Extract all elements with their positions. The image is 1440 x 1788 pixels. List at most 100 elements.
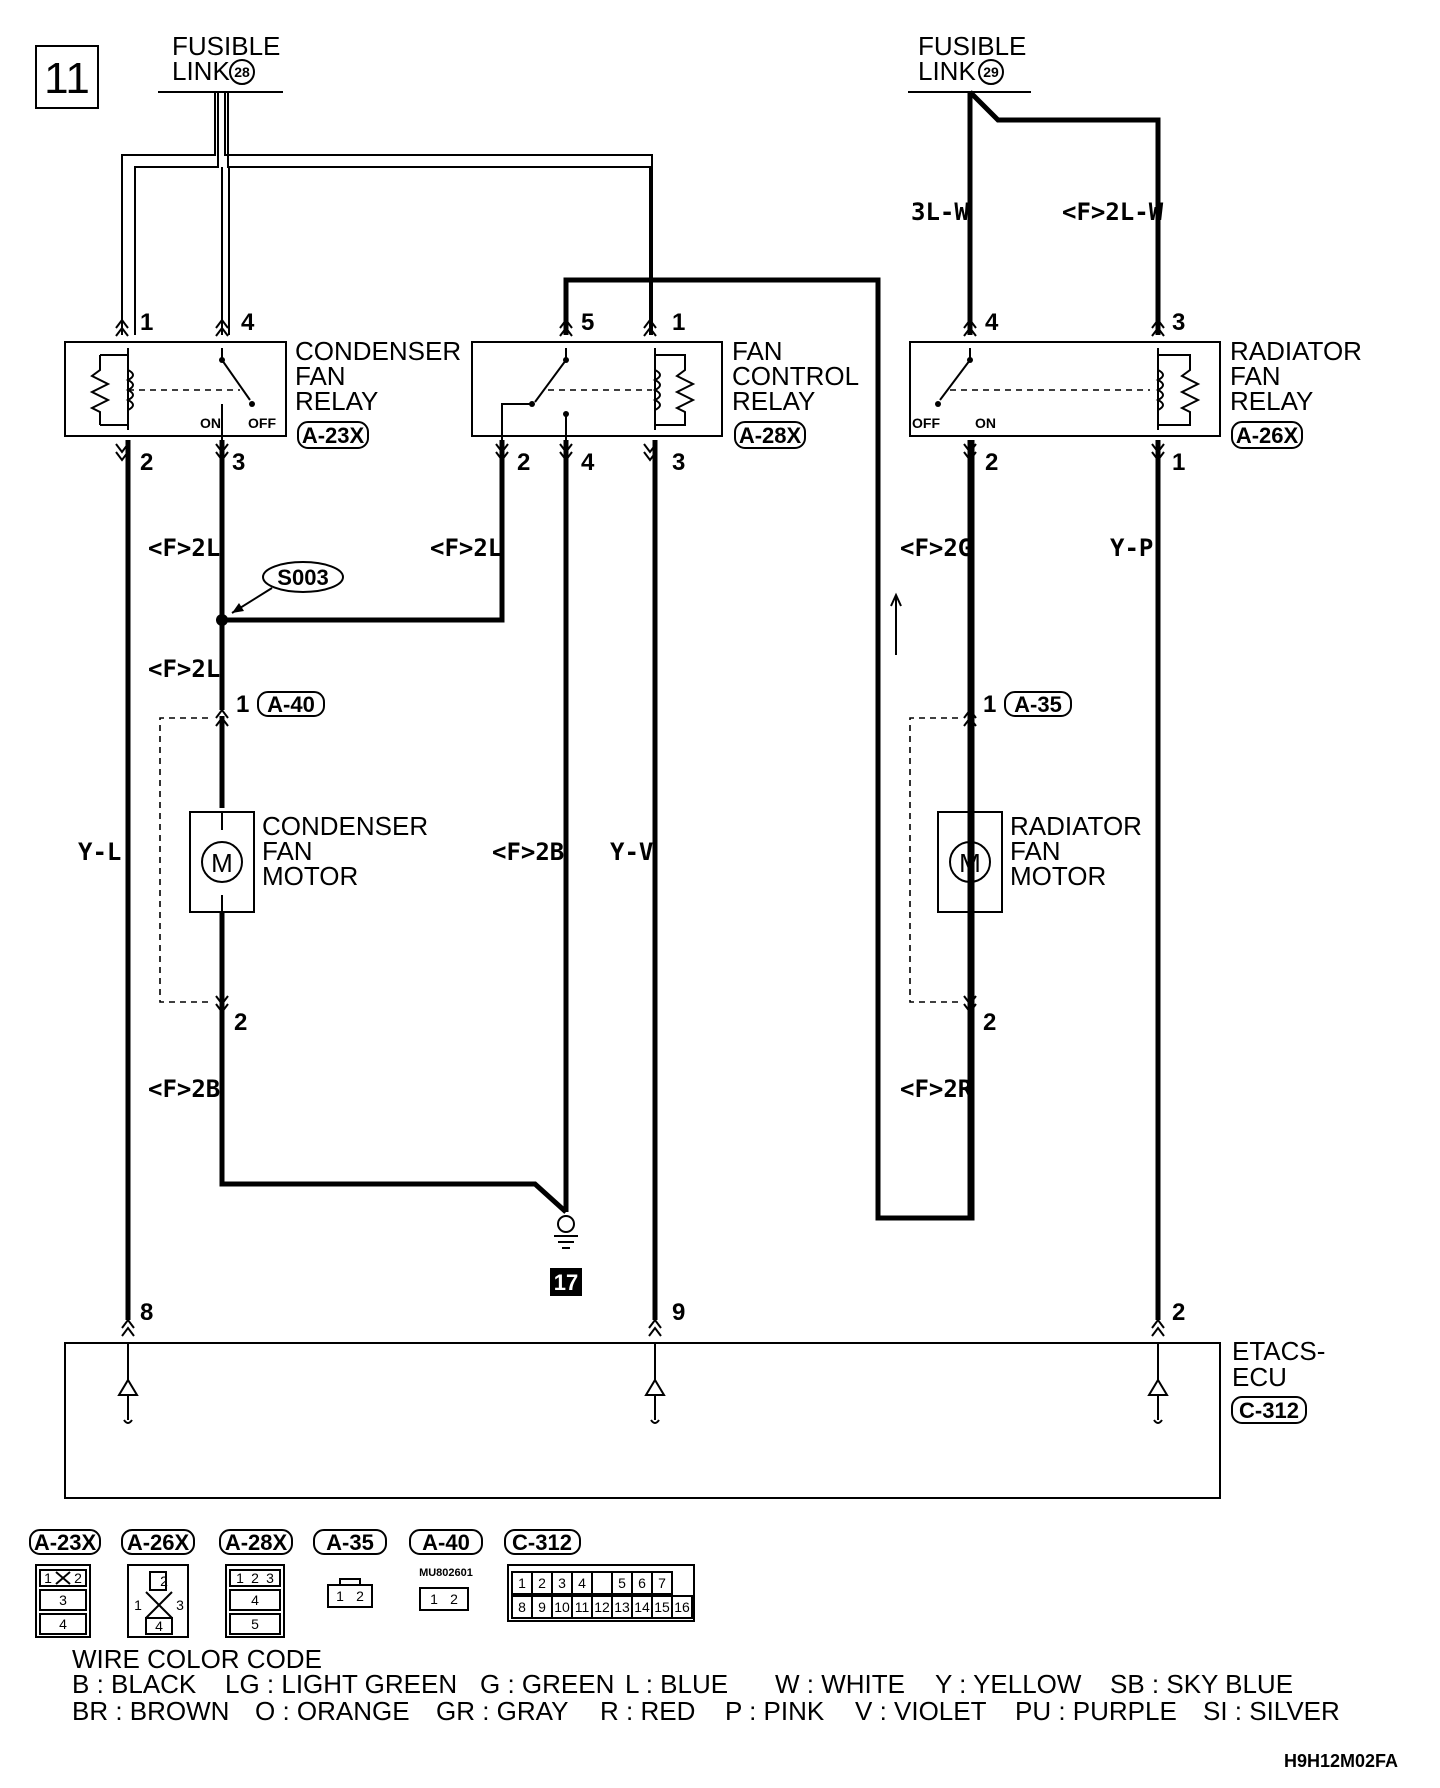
c312-cell-label: 12 bbox=[594, 1599, 610, 1615]
svg-text:5: 5 bbox=[251, 1616, 259, 1632]
svg-text:A-28X: A-28X bbox=[225, 1530, 288, 1555]
svg-text:RELAY: RELAY bbox=[1230, 386, 1313, 416]
condenser-fan-motor: 1 A-40 M 2 CONDENSER FAN MOTOR bbox=[159, 691, 428, 1036]
svg-text:MOTOR: MOTOR bbox=[262, 861, 358, 891]
svg-text:4: 4 bbox=[581, 449, 595, 476]
wire-code-f2lw: <F>2L-W bbox=[1062, 198, 1164, 226]
svg-text:1: 1 bbox=[44, 1570, 52, 1586]
svg-text:P : PINK: P : PINK bbox=[725, 1696, 825, 1726]
svg-text:4: 4 bbox=[155, 1618, 163, 1634]
page-id: 11 bbox=[44, 54, 90, 103]
radiator-fan-relay: 4 3 2 1 OFF ON A-26X RADIATOR FAN RELAY bbox=[909, 309, 1362, 476]
svg-text:FAN: FAN bbox=[1010, 836, 1061, 866]
wire-code-yp: Y-P bbox=[1110, 534, 1153, 562]
svg-text:2: 2 bbox=[140, 449, 153, 476]
svg-text:W : WHITE: W : WHITE bbox=[775, 1669, 905, 1699]
svg-text:1: 1 bbox=[336, 1588, 344, 1604]
svg-text:2: 2 bbox=[234, 1009, 247, 1036]
svg-text:Y : YELLOW: Y : YELLOW bbox=[935, 1669, 1082, 1699]
svg-text:O : ORANGE: O : ORANGE bbox=[255, 1696, 410, 1726]
c312-cell-label: 15 bbox=[654, 1599, 670, 1615]
svg-text:C-312: C-312 bbox=[1239, 1398, 1299, 1423]
svg-text:2: 2 bbox=[74, 1570, 82, 1586]
svg-text:CONTROL: CONTROL bbox=[732, 361, 859, 391]
svg-text:CONDENSER: CONDENSER bbox=[262, 811, 428, 841]
wire-color-code: WIRE COLOR CODE B : BLACK LG : LIGHT GRE… bbox=[72, 1644, 1340, 1726]
c312-cell-label: 6 bbox=[638, 1575, 646, 1591]
svg-text:A-40: A-40 bbox=[422, 1530, 470, 1555]
svg-text:3: 3 bbox=[266, 1570, 274, 1586]
svg-text:2: 2 bbox=[450, 1591, 458, 1607]
svg-text:2: 2 bbox=[356, 1588, 364, 1604]
svg-text:R : RED: R : RED bbox=[600, 1696, 695, 1726]
svg-text:1: 1 bbox=[236, 691, 249, 718]
svg-text:1: 1 bbox=[1172, 449, 1185, 476]
svg-text:4: 4 bbox=[241, 309, 255, 336]
svg-text:2: 2 bbox=[985, 449, 998, 476]
svg-text:ETACS-: ETACS- bbox=[1232, 1336, 1325, 1366]
svg-text:LG : LIGHT GREEN: LG : LIGHT GREEN bbox=[225, 1669, 457, 1699]
svg-text:MOTOR: MOTOR bbox=[1010, 861, 1106, 891]
svg-text:4: 4 bbox=[985, 309, 999, 336]
page-id-box bbox=[35, 45, 99, 109]
splice-s003: S003 bbox=[231, 561, 344, 614]
c312-cell bbox=[671, 1595, 693, 1619]
wire-code-f2l-a: <F>2L bbox=[148, 534, 220, 562]
c312-cell-label: 16 bbox=[674, 1599, 690, 1615]
svg-text:2: 2 bbox=[1172, 1299, 1185, 1326]
svg-text:OFF: OFF bbox=[248, 415, 276, 431]
c312-cell-label: 13 bbox=[614, 1599, 630, 1615]
condenser-fan-relay: 1 4 2 3 ON OFF A-23X CONDENSER FAN RELAY bbox=[64, 309, 461, 476]
svg-text:3: 3 bbox=[59, 1592, 67, 1608]
svg-text:3: 3 bbox=[176, 1597, 184, 1613]
svg-text:3: 3 bbox=[672, 449, 685, 476]
svg-text:FUSIBLE: FUSIBLE bbox=[172, 31, 280, 61]
svg-text:G : GREEN: G : GREEN bbox=[480, 1669, 614, 1699]
c312-cell-label: 10 bbox=[554, 1599, 570, 1615]
svg-text:A-40: A-40 bbox=[267, 692, 315, 717]
wire-code-f2b-a: <F>2B bbox=[492, 838, 564, 866]
svg-text:V : VIOLET: V : VIOLET bbox=[855, 1696, 987, 1726]
wire-code-f2r: <F>2R bbox=[900, 1075, 973, 1103]
svg-text:FAN: FAN bbox=[262, 836, 313, 866]
wire-code-f2b-b: <F>2B bbox=[148, 1075, 220, 1103]
c312-cell-label: 11 bbox=[575, 1599, 590, 1615]
svg-text:ON: ON bbox=[975, 415, 996, 431]
c312-cell-label: 9 bbox=[538, 1599, 546, 1615]
svg-text:A-35: A-35 bbox=[326, 1530, 374, 1555]
wire-code-f2g: <F>2G bbox=[900, 534, 972, 562]
svg-text:OFF: OFF bbox=[912, 415, 940, 431]
svg-text:2: 2 bbox=[251, 1570, 259, 1586]
svg-text:RADIATOR: RADIATOR bbox=[1230, 336, 1362, 366]
svg-text:1: 1 bbox=[430, 1591, 438, 1607]
svg-text:B : BLACK: B : BLACK bbox=[72, 1669, 197, 1699]
svg-text:2: 2 bbox=[160, 1573, 168, 1589]
c312-cell bbox=[651, 1571, 673, 1595]
wire-splice-fcr2 bbox=[222, 440, 505, 623]
svg-text:ECU: ECU bbox=[1232, 1362, 1287, 1392]
relay-pin-terminals bbox=[115, 318, 1165, 462]
svg-text:29: 29 bbox=[983, 64, 999, 80]
svg-text:2: 2 bbox=[983, 1009, 996, 1036]
svg-text:A-28X: A-28X bbox=[739, 423, 802, 448]
c312-cell-label: 14 bbox=[634, 1599, 650, 1615]
fusible-link-28: FUSIBLE LINK 28 bbox=[158, 31, 283, 93]
svg-text:17: 17 bbox=[554, 1270, 578, 1295]
svg-text:M: M bbox=[211, 848, 233, 878]
svg-text:A-35: A-35 bbox=[1014, 692, 1062, 717]
connector-views: A-23X A-26X A-28X A-35 A-40 C-312 1 2 3 … bbox=[29, 1529, 695, 1638]
svg-text:CONDENSER: CONDENSER bbox=[295, 336, 461, 366]
svg-text:8: 8 bbox=[140, 1299, 153, 1326]
svg-text:BR : BROWN: BR : BROWN bbox=[72, 1696, 229, 1726]
svg-text:28: 28 bbox=[234, 64, 250, 80]
svg-text:5: 5 bbox=[581, 309, 594, 336]
svg-text:RELAY: RELAY bbox=[732, 386, 815, 416]
etacs-ecu: 8 9 2 ETACS- ECU C-312 bbox=[64, 1299, 1325, 1499]
wire-motor-ground bbox=[219, 1000, 568, 1214]
svg-text:PU : PURPLE: PU : PURPLE bbox=[1015, 1696, 1177, 1726]
c312-cell-label: 5 bbox=[618, 1575, 626, 1591]
svg-text:3: 3 bbox=[232, 449, 245, 476]
c312-cell-label: 3 bbox=[558, 1575, 566, 1591]
svg-text:4: 4 bbox=[251, 1592, 259, 1608]
